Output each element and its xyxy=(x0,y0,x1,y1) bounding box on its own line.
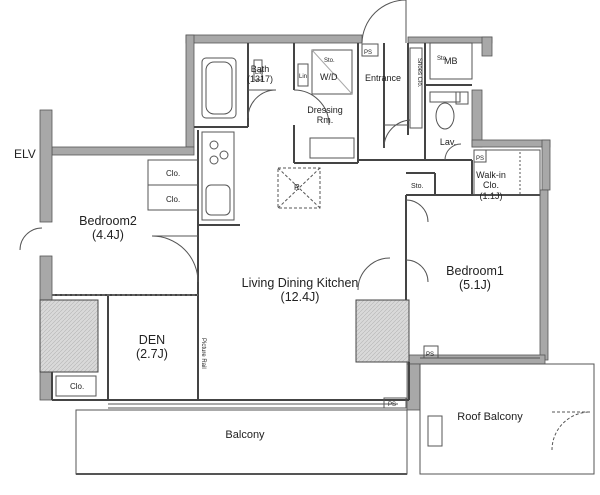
clo-b-label: Clo. xyxy=(166,195,180,204)
column-left xyxy=(39,299,99,373)
detail-lines xyxy=(19,0,595,475)
dressing-size: Rm. xyxy=(316,115,334,126)
entrance-label: Entrance xyxy=(358,73,408,83)
sto-bath-label: Sto. xyxy=(324,58,335,64)
ps-label-walk: PS xyxy=(476,156,484,162)
walkin-name: Walk-in xyxy=(476,170,506,180)
balcony-label: Balcony xyxy=(210,429,280,442)
roof-balcony-name: Roof Balcony xyxy=(457,411,523,423)
ps-label-top: PS xyxy=(364,50,372,56)
roof-balcony-label: Roof Balcony xyxy=(440,411,540,424)
bedroom1-size: (5.1J) xyxy=(459,278,491,293)
sto-ent-label: Sto. xyxy=(411,183,424,190)
lav-name: Lav. xyxy=(439,137,457,147)
bath-label: Bath (1317) xyxy=(240,64,280,85)
shoes-label: Shoes Clo. xyxy=(416,58,422,88)
ps-label-balc: PS xyxy=(388,402,396,408)
plan-text: ELV MB PS PS PS PS R Lin Lin W/D Sto. St… xyxy=(14,50,484,408)
bedroom1-label: Bedroom1 (5.1J) xyxy=(440,264,510,293)
balcony-name: Balcony xyxy=(225,429,265,441)
living-name: Living Dining Kitchen xyxy=(241,276,359,290)
mb-label: MB xyxy=(444,56,458,66)
wd-label: W/D xyxy=(320,72,338,82)
dressing-label: Dressing Rm. xyxy=(300,105,350,126)
entrance-name: Entrance xyxy=(364,73,402,83)
walkin-size: (1.1J) xyxy=(479,190,503,201)
living-size: (12.4J) xyxy=(280,290,320,305)
clo-a-label: Clo. xyxy=(166,169,180,178)
column-right xyxy=(355,299,410,363)
lav-label: Lav. xyxy=(436,137,460,147)
picture-rail-label: Picture Rail xyxy=(200,338,206,369)
walkin-label: Walk-in Clo. (1.1J) xyxy=(472,170,510,201)
r-mark: R xyxy=(294,183,300,192)
living-label: Living Dining Kitchen (12.4J) xyxy=(235,276,365,305)
dressing-name: Dressing xyxy=(307,105,343,115)
sto-walk-label: Sto. xyxy=(437,56,448,62)
den-name: DEN xyxy=(138,333,166,347)
lin-label: Lin xyxy=(255,70,263,76)
walkin-name2: Clo. xyxy=(482,180,499,191)
bedroom2-label: Bedroom2 (4.4J) xyxy=(76,214,140,243)
bedroom1-name: Bedroom1 xyxy=(446,264,504,278)
clo-den-label: Clo. xyxy=(70,382,84,391)
bath-name: Bath xyxy=(250,64,270,74)
bedroom2-size: (4.4J) xyxy=(92,228,124,243)
bath-size: (1317) xyxy=(246,74,273,85)
ps-label-b1: PS xyxy=(426,352,434,358)
bedroom2-name: Bedroom2 xyxy=(79,214,137,228)
elv-label: ELV xyxy=(14,147,36,161)
den-size: (2.7J) xyxy=(136,347,168,362)
lin-label-2: Lin xyxy=(299,74,307,80)
den-label: DEN (2.7J) xyxy=(124,333,180,362)
